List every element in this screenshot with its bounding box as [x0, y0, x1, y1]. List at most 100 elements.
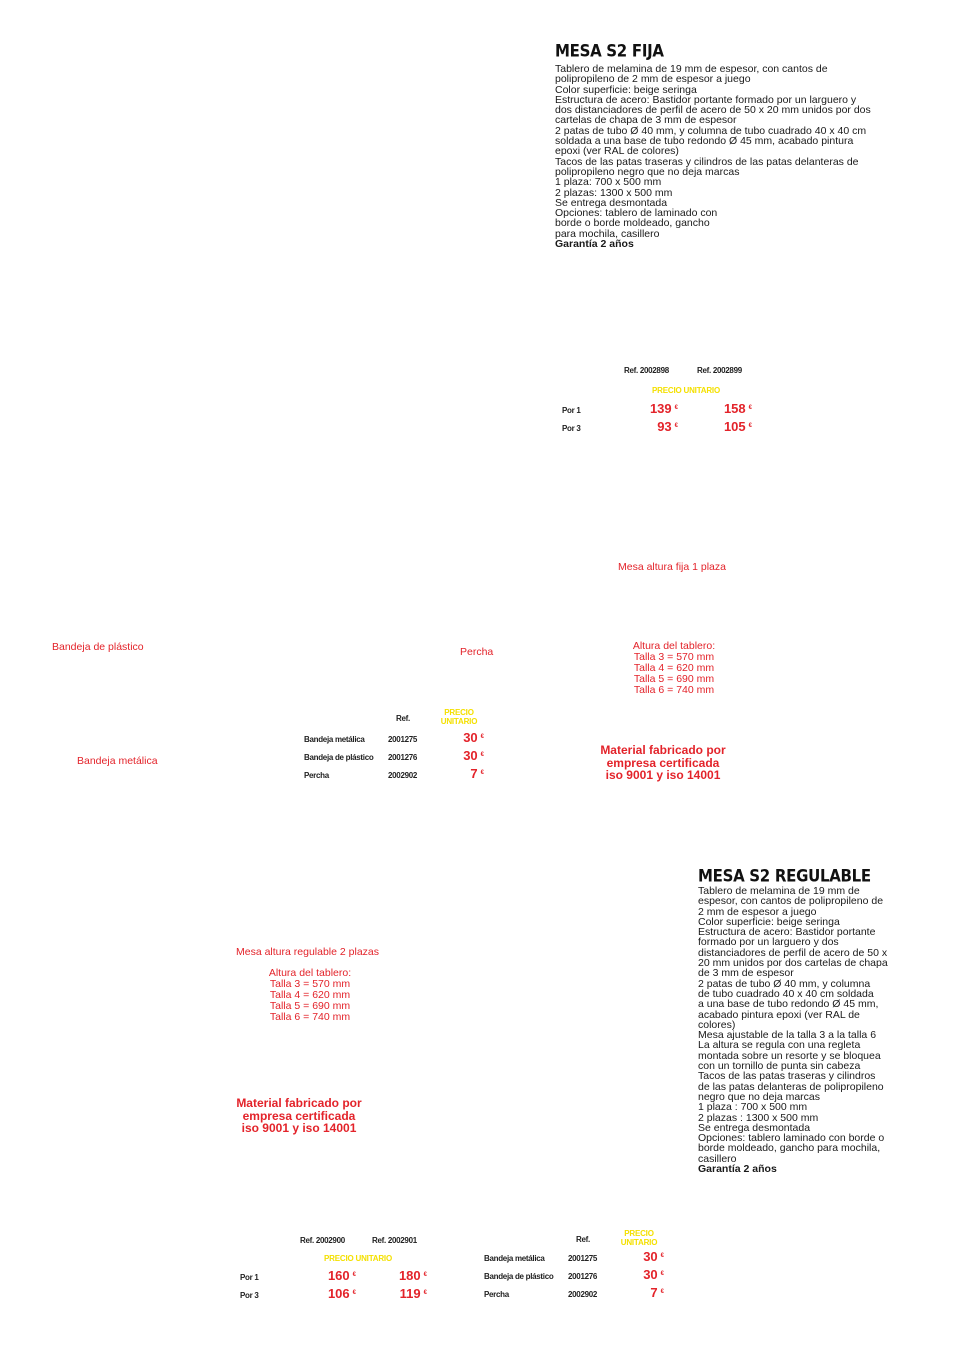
row-label: Por 1	[562, 406, 581, 415]
desc-line: de 3 mm de espesor	[698, 967, 794, 980]
price-value: 30€	[643, 1249, 664, 1264]
table-row-ref: 2001276	[568, 1272, 598, 1281]
desc-line: cartelas de chapa de 3 mm de espesor	[555, 114, 737, 127]
desc-line: 20 mm unidos por dos cartelas de chapa	[698, 957, 888, 970]
desc-line: La altura se regula con una regleta	[698, 1039, 861, 1052]
price-value: 93€	[657, 419, 678, 434]
desc-line: Tablero de melamina de 19 mm de espesor,…	[555, 63, 828, 75]
height-line: Talla 4 = 620 mm	[269, 989, 351, 1001]
desc-line: de tubo cuadrado 40 x 40 cm soldada	[698, 987, 874, 1000]
regulable-description: Tablero de melamina de 19 mm de espesor,…	[698, 886, 888, 1176]
cert-line: empresa certificada	[242, 1108, 356, 1123]
table-row-name: Bandeja de plástico	[484, 1272, 554, 1281]
height-line: Talla 6 = 740 mm	[269, 1011, 351, 1023]
desc-line: 1 plaza: 700 x 500 mm	[555, 176, 662, 189]
price-header: PRECIO UNITARIO	[620, 1229, 658, 1247]
row-label: Por 3	[240, 1291, 259, 1300]
price-value: 139€	[649, 401, 678, 416]
accessories-bottom-table: Ref. PRECIO UNITARIO Bandeja metálica 20…	[484, 1227, 674, 1307]
desc-line: con un tornillo de punta sin cabeza	[698, 1060, 861, 1073]
price-value: 160€	[327, 1268, 356, 1283]
desc-line: casillero	[698, 1152, 737, 1165]
price-value: 30€	[463, 748, 484, 763]
ref-header: Ref. 2002898	[624, 366, 669, 375]
cert-line: Material fabricado por	[236, 1096, 362, 1110]
desc-line: Se entrega desmontada	[698, 1121, 811, 1134]
table-row-ref: 2001275	[568, 1254, 598, 1263]
table-row-ref: 2001276	[388, 753, 418, 762]
cert-line: empresa certificada	[606, 755, 720, 770]
guarantee: Garantía 2 años	[698, 1163, 777, 1176]
price-header: PRECIO UNITARIO	[440, 708, 478, 726]
price-value: 180€	[398, 1268, 427, 1283]
desc-line: 2 plazas: 1300 x 500 mm	[555, 186, 673, 199]
fija-price-table: Ref. 2002898 Ref. 2002899 PRECIO UNITARI…	[556, 366, 766, 436]
table-row-ref: 2002902	[568, 1290, 598, 1299]
table-row-ref: 2001275	[388, 735, 418, 744]
fija-title: MESA S2 FIJA	[555, 41, 664, 61]
desc-line: Estructura de acero: Bastidor portante f…	[555, 93, 857, 106]
desc-line: epoxi (ver RAL de colores)	[555, 145, 679, 158]
label-bandeja-plastico: Bandeja de plástico	[52, 641, 144, 653]
regulable-certification: Material fabricado por empresa certifica…	[219, 1097, 379, 1135]
height-line: Altura del tablero:	[632, 640, 716, 652]
ref-header: Ref. 2002899	[697, 366, 742, 375]
height-line: Altura del tablero:	[268, 967, 352, 979]
desc-line: montada sobre un resorte y se bloquea	[698, 1049, 881, 1062]
price-value: 7€	[650, 1285, 664, 1300]
ref-header: Ref.	[396, 714, 410, 723]
label-percha: Percha	[460, 646, 494, 658]
desc-line: acabado pintura epoxi (ver RAL de	[698, 1008, 860, 1021]
ref-header: Ref. 2002901	[372, 1236, 417, 1245]
regulable-height-info: Altura del tablero: Talla 3 = 570 mm Tal…	[250, 968, 370, 1023]
price-value: 106€	[327, 1286, 356, 1301]
table-row-name: Bandeja metálica	[304, 735, 365, 744]
table-row-name: Percha	[304, 771, 329, 780]
regulable-price-table: Ref. 2002900 Ref. 2002901 PRECIO UNITARI…	[234, 1236, 444, 1306]
desc-line: colores)	[698, 1018, 736, 1031]
guarantee: Garantía 2 años	[555, 238, 634, 251]
row-label: Por 1	[240, 1273, 259, 1282]
desc-line: dos distanciadores de perfil de acero de…	[555, 104, 871, 117]
desc-line: para mochila, casillero	[555, 227, 660, 240]
cert-line: Material fabricado por	[600, 743, 726, 757]
regulable-caption: Mesa altura regulable 2 plazas	[236, 946, 380, 958]
desc-line: formado por un larguero y dos	[698, 936, 839, 949]
height-line: Talla 6 = 740 mm	[633, 684, 715, 696]
desc-line: de las patas delanteras de polipropileno	[698, 1080, 884, 1093]
height-line: Talla 3 = 570 mm	[633, 651, 715, 663]
height-line: Talla 4 = 620 mm	[633, 662, 715, 674]
desc-line: Tacos de las patas traseras y cilindros	[698, 1070, 876, 1083]
regulable-title: MESA S2 REGULABLE	[698, 866, 871, 886]
desc-line: distanciadores de perfil de acero de 50 …	[698, 946, 888, 959]
desc-line: soldada a una base de tubo redondo Ø 45 …	[555, 135, 854, 148]
desc-line: polipropileno de 2 mm de espesor a juego	[555, 73, 751, 86]
price-value: 30€	[643, 1267, 664, 1282]
desc-line: 2 plazas : 1300 x 500 mm	[698, 1111, 819, 1124]
fija-height-info: Altura del tablero: Talla 3 = 570 mm Tal…	[614, 641, 734, 696]
price-value: 158€	[723, 401, 752, 416]
desc-line: Opciones: tablero de laminado con	[555, 207, 718, 220]
desc-line: Mesa ajustable de la talla 3 a la talla …	[698, 1029, 877, 1042]
accessories-top-table: Ref. PRECIO UNITARIO Bandeja metálica 20…	[304, 706, 494, 786]
price-value: 105€	[723, 419, 752, 434]
desc-line: Estructura de acero: Bastidor portante	[698, 926, 876, 939]
cert-line: iso 9001 y iso 14001	[605, 768, 721, 782]
table-row-name: Bandeja metálica	[484, 1254, 545, 1263]
desc-line: borde moldeado, gancho para mochila,	[698, 1142, 881, 1155]
ref-header: Ref.	[576, 1235, 590, 1244]
price-header: PRECIO UNITARIO	[652, 386, 720, 395]
desc-line: 2 mm de espesor a juego	[698, 905, 817, 918]
table-row-name: Bandeja de plástico	[304, 753, 374, 762]
desc-line: Opciones: tablero laminado con borde o	[698, 1132, 885, 1145]
price-value: 7€	[470, 766, 484, 781]
table-row-name: Percha	[484, 1290, 509, 1299]
desc-line: borde o borde moldeado, gancho	[555, 217, 710, 230]
fija-caption: Mesa altura fija 1 plaza	[618, 561, 726, 573]
desc-line: 2 patas de tubo Ø 40 mm, y columna de tu…	[555, 124, 867, 137]
desc-line: Se entrega desmontada	[555, 196, 668, 209]
desc-line: a una base de tubo redondo Ø 45 mm,	[698, 998, 879, 1011]
label-bandeja-metalica: Bandeja metálica	[77, 755, 158, 767]
price-header: PRECIO UNITARIO	[324, 1254, 392, 1263]
table-row-ref: 2002902	[388, 771, 418, 780]
